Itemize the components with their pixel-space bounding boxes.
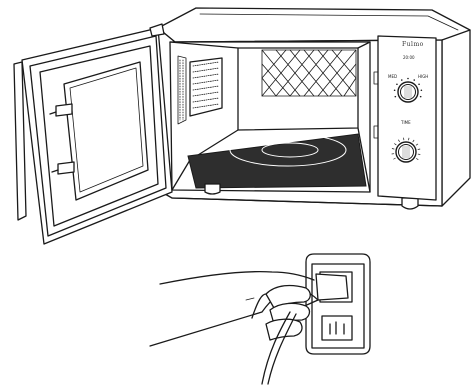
- power-dial-mark: [394, 95, 397, 98]
- timer-dial-mark: [393, 157, 396, 160]
- power-cord: [261, 311, 291, 385]
- microwave-oven: Fulmo 20:00 MED HIGH TIME: [157, 7, 471, 210]
- cavity-floor: [187, 133, 367, 189]
- microwave-door: [13, 23, 173, 245]
- door-latch-lower: [57, 161, 75, 175]
- door-hinge-tab: [149, 23, 165, 37]
- microwave-side-panel: [441, 29, 471, 207]
- microwave-top-panel: [157, 7, 471, 43]
- power-dial-mark: [393, 89, 396, 92]
- front-foot-right: [401, 197, 419, 210]
- timer-dial-mark: [398, 139, 400, 143]
- cavity-waveguide-cover: [189, 57, 223, 117]
- power-dial-mark: [420, 89, 423, 92]
- turntable-ring-inner: [261, 142, 319, 158]
- control-panel: Fulmo 20:00 MED HIGH TIME: [373, 35, 437, 201]
- timer-dial-mark: [394, 143, 397, 146]
- turntable-ring-outer: [229, 133, 347, 167]
- timer-dial-mark: [415, 143, 419, 146]
- power-dial-mark: [418, 83, 420, 86]
- power-dial-mark: [407, 77, 409, 80]
- timer-dial-mark: [391, 148, 395, 150]
- door-left-edge: [13, 61, 27, 221]
- power-label-top: 20:00: [403, 55, 415, 60]
- finger-ring: [265, 318, 303, 341]
- power-label-right: HIGH: [418, 74, 428, 79]
- front-foot-left: [204, 183, 221, 195]
- oven-cavity: [169, 41, 371, 193]
- timer-dial-mark: [415, 158, 419, 160]
- brand-label: Fulmo: [402, 41, 424, 48]
- timer-knob[interactable]: [391, 137, 421, 163]
- power-knob[interactable]: [393, 77, 423, 103]
- timer-dial-mark: [412, 139, 415, 143]
- cavity-side-vent: [177, 55, 187, 125]
- timer-dial-mark: [408, 137, 410, 141]
- power-dial-mark: [419, 95, 422, 98]
- wall-outlet: [305, 253, 371, 355]
- power-dial-mark: [400, 79, 403, 81]
- power-label-left: MED: [388, 74, 397, 79]
- timer-dial-mark: [417, 148, 421, 150]
- hand-inserting-plug: [149, 270, 349, 385]
- timer-label-top: TIME: [400, 120, 411, 125]
- power-plug: [315, 273, 349, 301]
- power-dial-mark: [413, 79, 416, 81]
- arm-upper-contour: [159, 270, 315, 285]
- outlet-socket-lower: [321, 315, 353, 341]
- door-latch-upper: [55, 103, 73, 117]
- cavity-back-lattice: [261, 49, 357, 97]
- door-window: [63, 61, 149, 201]
- power-dial-mark: [396, 83, 398, 86]
